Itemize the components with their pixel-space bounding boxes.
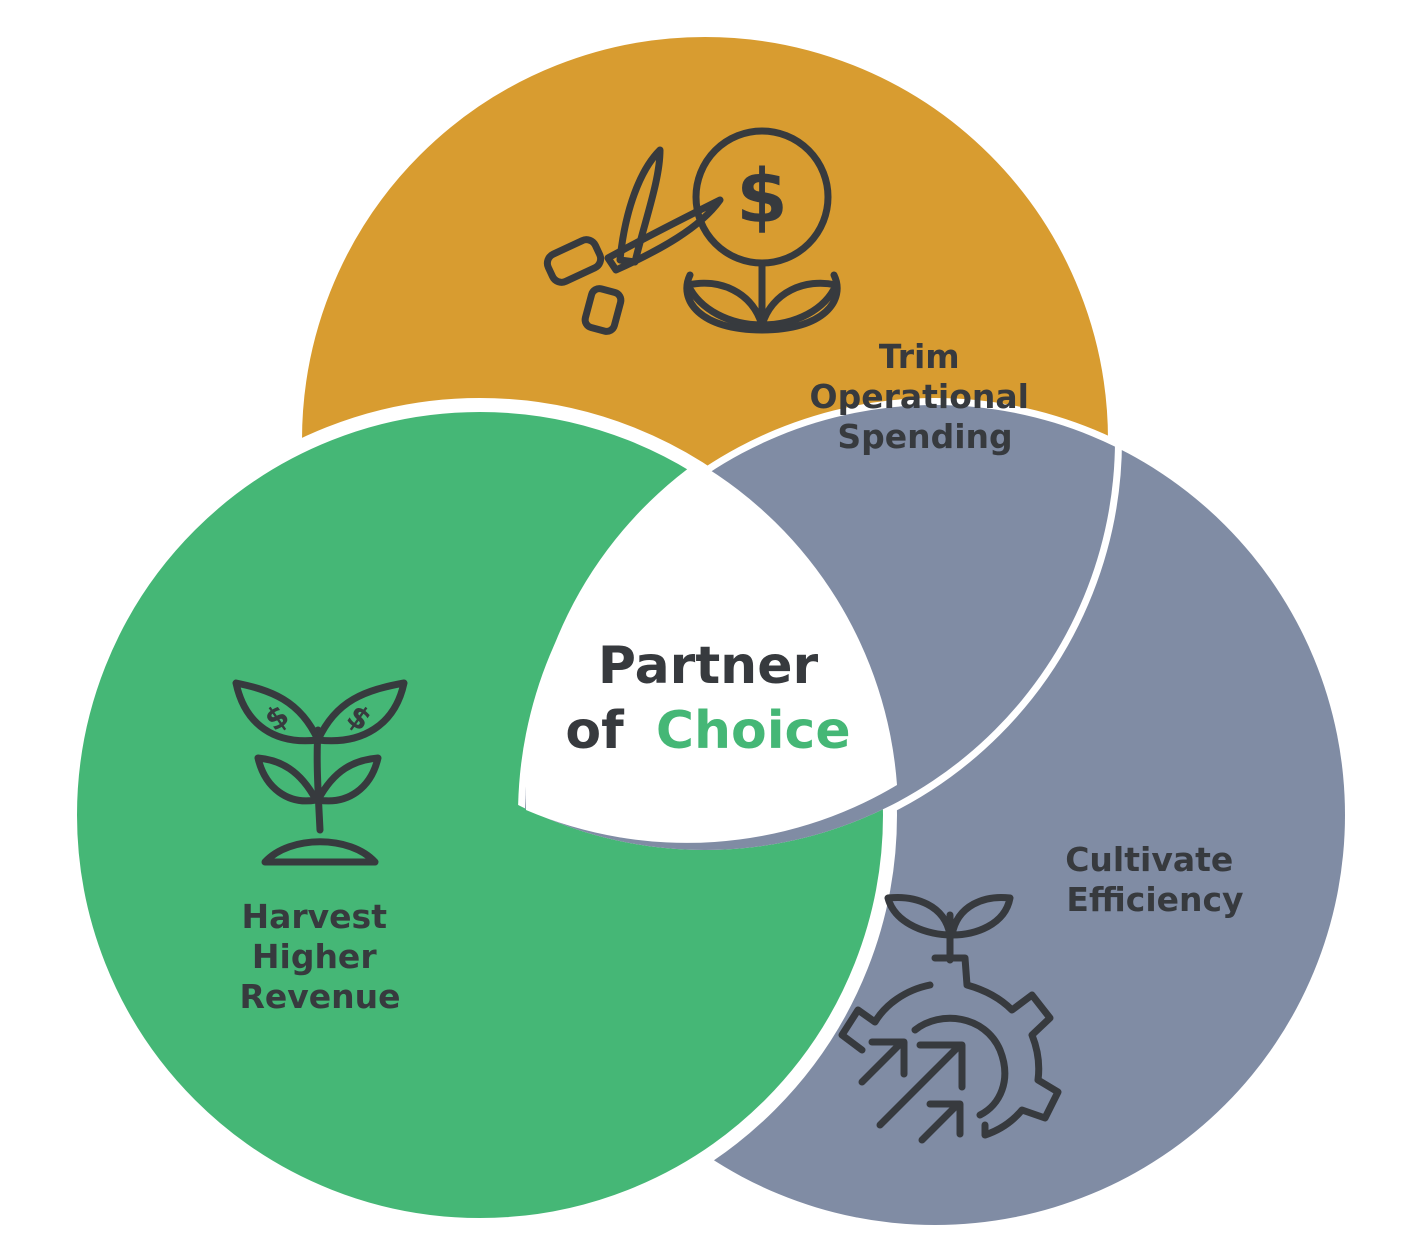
center-region	[525, 462, 897, 843]
label-line: Cultivate	[1065, 840, 1233, 879]
label-line: Trim	[879, 337, 960, 376]
center-title-prefix: of	[565, 701, 625, 761]
center-title-accent: Choice	[656, 701, 851, 761]
label-trim-operational-spending: Trim Operational Spending	[810, 337, 1041, 456]
label-line: Revenue	[239, 977, 400, 1016]
label-line: Spending	[837, 417, 1012, 456]
dollar-sign-icon: $	[736, 154, 788, 240]
sprout-gear-arrows-icon	[838, 893, 1062, 1144]
center-title-line2: of Choice	[565, 701, 850, 761]
label-line: Efficiency	[1066, 880, 1243, 919]
label-line: Harvest	[242, 897, 388, 936]
label-line: Operational	[810, 377, 1029, 416]
label-harvest-higher-revenue: Harvest Higher Revenue	[239, 897, 400, 1016]
label-cultivate-efficiency: Cultivate Efficiency	[1065, 840, 1245, 919]
shears-money-flower-icon: $	[543, 127, 841, 335]
center-title-line1: Partner	[598, 636, 819, 696]
label-line: Higher	[252, 937, 377, 976]
